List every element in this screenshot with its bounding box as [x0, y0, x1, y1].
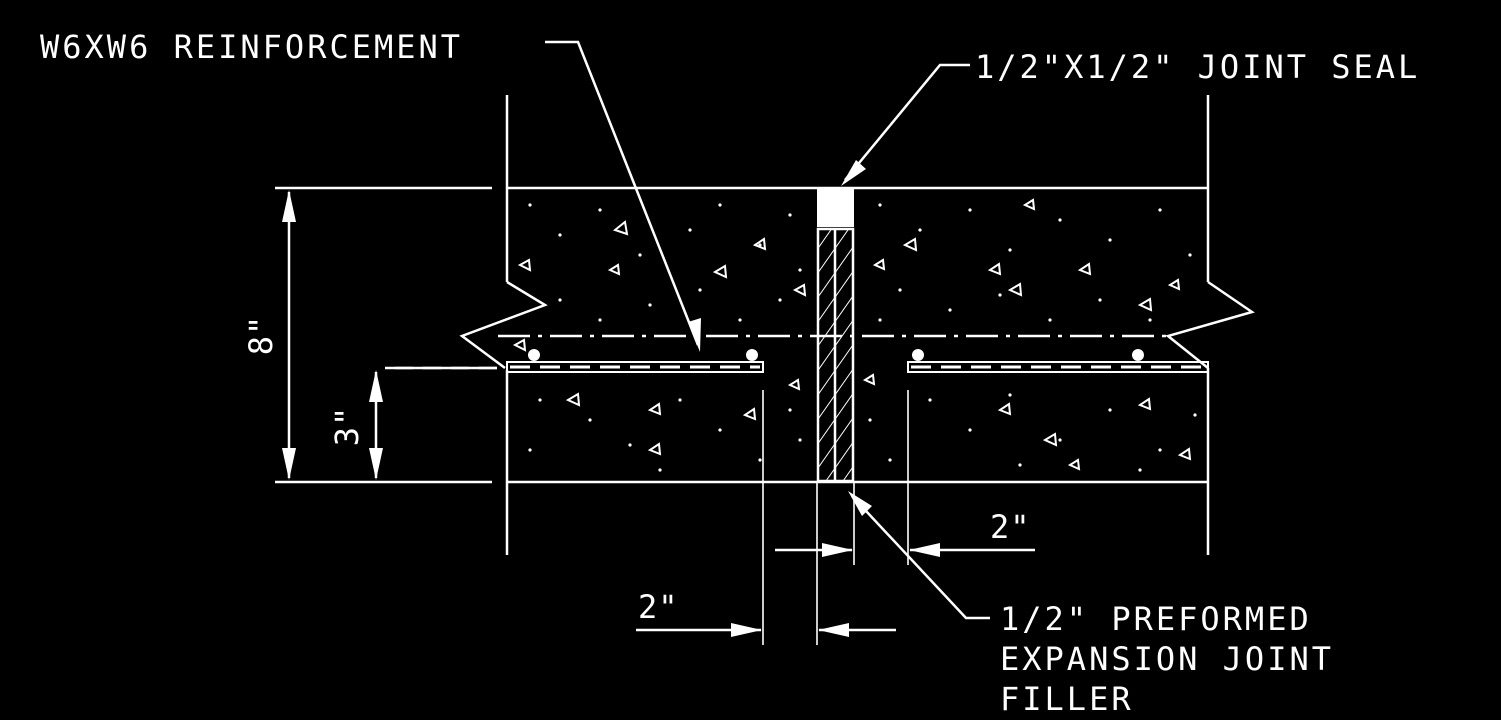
- joint-seal: [817, 188, 854, 227]
- left-break-symbol: [459, 280, 548, 370]
- leader-reinforcement: [545, 40, 701, 352]
- dimension-right-2in: 2": [775, 508, 1035, 557]
- right-gap-label: 2": [990, 508, 1031, 546]
- leader-joint-seal: [841, 63, 970, 186]
- filler-label-line2: EXPANSION JOINT: [1000, 640, 1334, 678]
- left-bar: [506, 361, 764, 373]
- cross-wire-dot: [912, 349, 924, 361]
- left-gap-label: 2": [638, 588, 679, 626]
- cross-wire-dot: [746, 349, 758, 361]
- reinforcement: [395, 349, 1209, 373]
- filler-label-line1: 1/2" PREFORMED: [1000, 600, 1312, 638]
- reinforcement-label: W6XW6 REINFORCEMENT: [40, 28, 463, 66]
- right-break-symbol: [1165, 280, 1255, 369]
- dimension-8in: 8": [242, 190, 296, 480]
- slab-thickness-label: 8": [242, 315, 280, 356]
- bar-height-label: 3": [328, 406, 366, 447]
- cross-wire-dot: [1132, 349, 1144, 361]
- concrete-texture: [528, 203, 1197, 472]
- joint: [816, 188, 855, 483]
- dimension-3in: 3": [328, 370, 383, 480]
- cross-wire-dot: [528, 349, 540, 361]
- dimension-left-2in: 2": [636, 588, 896, 637]
- aggregate-triangles: [512, 198, 1192, 471]
- joint-seal-label: 1/2"X1/2" JOINT SEAL: [975, 48, 1420, 86]
- leader-filler: [848, 491, 990, 620]
- filler-label-line3: FILLER: [1000, 680, 1134, 718]
- right-bar: [907, 361, 1209, 373]
